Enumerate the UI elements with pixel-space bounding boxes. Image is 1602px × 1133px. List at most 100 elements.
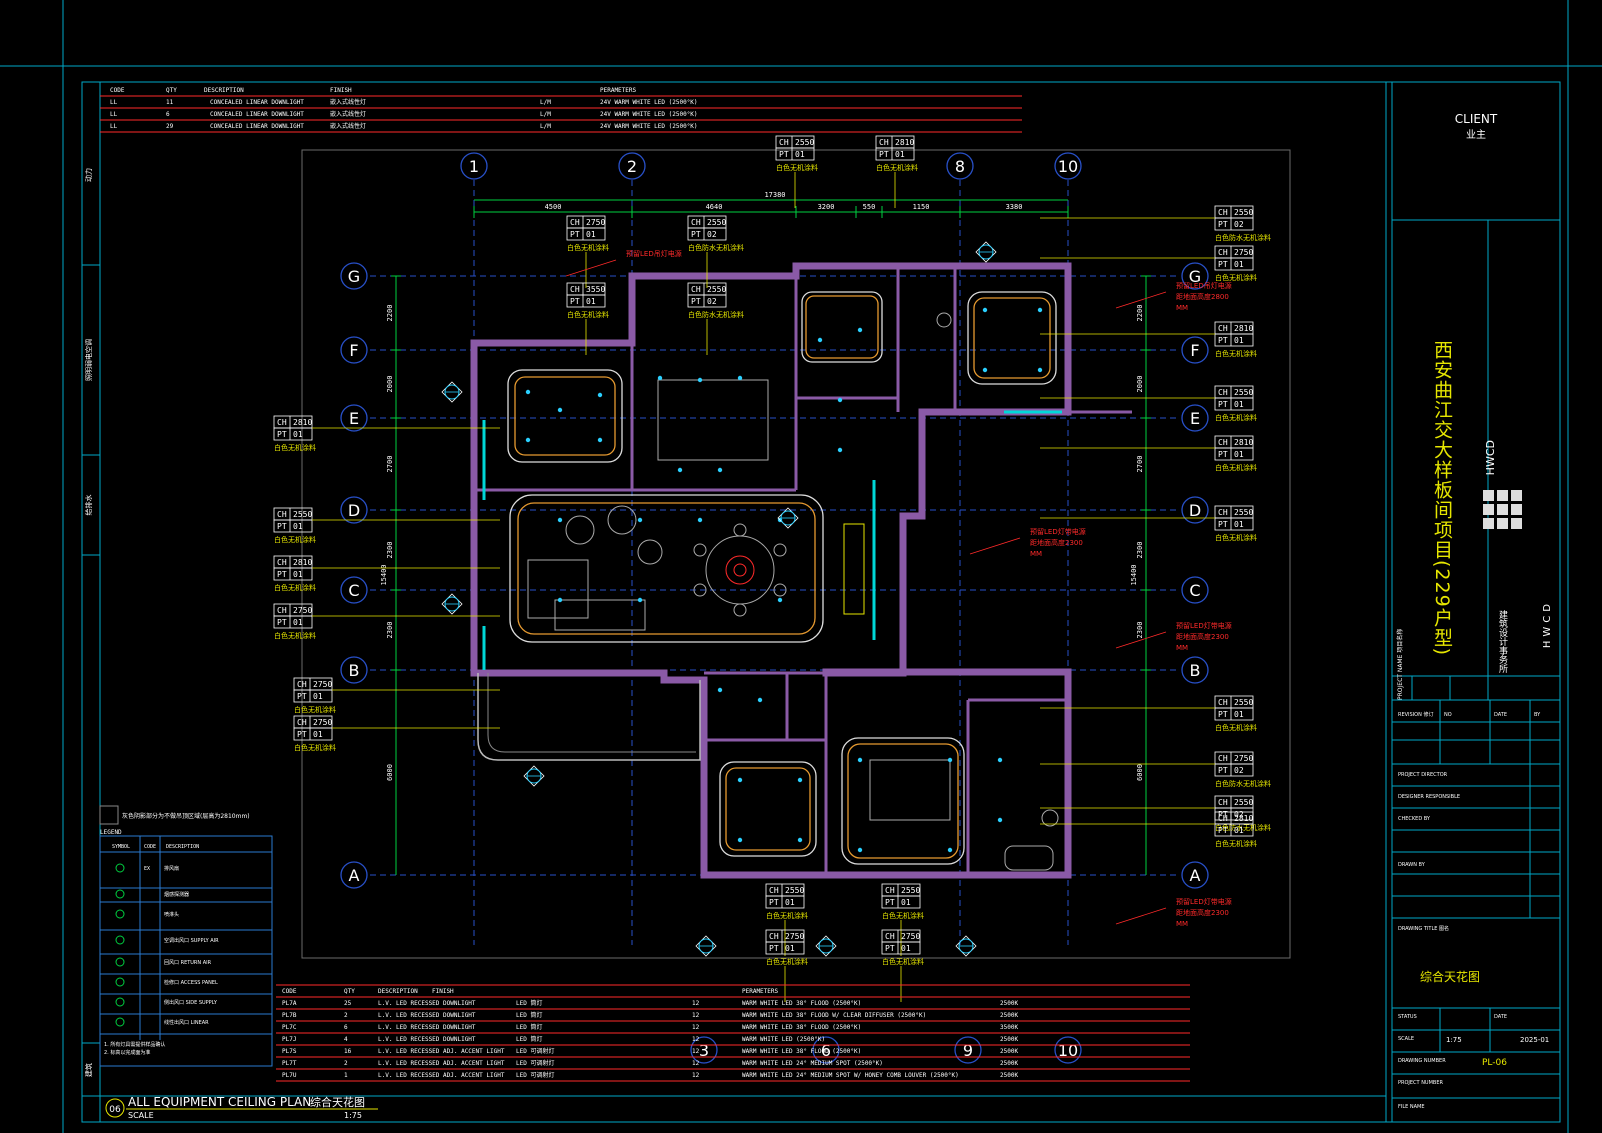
legend-desc: 检修口 ACCESS PANEL: [164, 979, 218, 986]
tag-ch-label: CH: [297, 718, 307, 727]
grid-label: G: [348, 267, 360, 286]
tag-pt-value: 01: [1234, 260, 1244, 269]
downlight-icon: [797, 777, 803, 783]
red-note-text: MM: [1176, 644, 1188, 652]
tag-pt-label: PT: [1218, 260, 1228, 269]
tag-pt-label: PT: [1218, 520, 1228, 529]
logo-square-icon: [1497, 490, 1508, 501]
tag-note: 白色无机涂料: [567, 243, 609, 252]
red-note-text: 预留LED灯带电源: [1030, 527, 1086, 536]
tag-ch-label: CH: [769, 886, 779, 895]
dim-text: 4640: [706, 203, 723, 211]
tag-note: 白色无机涂料: [1215, 839, 1257, 848]
schedule-cell: 6: [344, 1024, 348, 1031]
schedule-header: FINISH: [432, 988, 454, 995]
schedule-cell: 12: [692, 1012, 700, 1019]
grid-label: D: [1189, 501, 1201, 520]
downlight-icon: [857, 327, 863, 333]
tag-pt-label: PT: [277, 618, 287, 627]
tag-pt-label: PT: [1218, 710, 1228, 719]
tag-ch-label: CH: [1218, 388, 1228, 397]
tag-note: 白色无机涂料: [567, 310, 609, 319]
dim-text: 3200: [818, 203, 835, 211]
grid-label: C: [348, 581, 359, 600]
tag-pt-label: PT: [1218, 810, 1228, 819]
legend-note: 灰色阴影部分为不做吊顶区域(层高为2810mm): [122, 812, 250, 820]
balcony: [477, 673, 701, 761]
schedule-cell: 3500K: [1000, 1024, 1018, 1031]
tag-ch-label: CH: [1218, 814, 1228, 823]
legend-footnote: 2. 标高以完成面为准: [104, 1049, 150, 1056]
drawing-date: 2025-01: [1520, 1036, 1550, 1044]
title-block-label: DRAWING TITLE 图名: [1398, 925, 1449, 932]
schedule-cell: L/M: [540, 111, 551, 118]
schedule-cell: 11: [166, 99, 174, 106]
schedule-cell: 12: [692, 1036, 700, 1043]
downlight-icon: [557, 407, 563, 413]
red-note-text: 距地面高度2300: [1030, 538, 1083, 547]
tag-ch-value: 2750: [1234, 754, 1253, 763]
grid-label: 2: [627, 157, 637, 176]
grid-label: 10: [1058, 1041, 1078, 1060]
tag-ch-value: 2750: [586, 218, 605, 227]
downlight-icon: [677, 467, 683, 473]
dim-text: 2700: [386, 456, 394, 473]
schedule-cell: 2500K: [1000, 1048, 1018, 1055]
tag-pt-label: PT: [779, 150, 789, 159]
tag-pt-value: 02: [1234, 810, 1244, 819]
schedule-cell: 嵌入式线性灯: [330, 98, 366, 106]
red-note-text: 预留LED灯带电源: [1176, 621, 1232, 630]
grid-label: A: [349, 866, 360, 885]
grid-bubble: [1181, 861, 1209, 889]
dim-text: 2000: [1136, 376, 1144, 393]
tag-ch-value: 2550: [901, 886, 920, 895]
tag-pt-label: PT: [297, 730, 307, 739]
title-block-label: NO: [1444, 712, 1452, 718]
dim-total: 17380: [764, 191, 785, 199]
grid-bubble: [1054, 152, 1082, 180]
section-marker-icon: [441, 593, 463, 615]
red-note-text: MM: [1030, 550, 1042, 558]
schedule-cell: 1: [344, 1072, 348, 1079]
tag-pt-label: PT: [885, 898, 895, 907]
legend-desc: 回风口 RETURN AIR: [164, 960, 212, 966]
section-marker-icon: [523, 765, 545, 787]
schedule-cell: 嵌入式线性灯: [330, 110, 366, 118]
tag-ch-label: CH: [277, 558, 287, 567]
downlight-icon: [737, 777, 743, 783]
schedule-cell: LED 可调射灯: [516, 1071, 554, 1079]
title-block-label: BY: [1534, 712, 1541, 718]
grid-label: F: [349, 341, 358, 360]
tag-ch-label: CH: [1218, 754, 1228, 763]
client-subtitle: 业主: [1466, 130, 1486, 141]
dim-text: 2300: [1136, 622, 1144, 639]
schedule-cell: LED 筒灯: [516, 1023, 542, 1031]
legend-symbol-icon: [115, 889, 125, 899]
legend-title: LEGEND: [100, 829, 122, 836]
title-block-label: PROJECT DIRECTOR: [1398, 772, 1448, 778]
tag-pt-label: PT: [885, 944, 895, 953]
tag-note: 白色无机涂料: [1215, 463, 1257, 472]
logo-square-icon: [1497, 518, 1508, 529]
schedule-header: CODE: [282, 988, 297, 995]
schedule-cell: CONCEALED LINEAR DOWNLIGHT: [210, 99, 304, 106]
section-markers: [441, 241, 997, 957]
schedule-cell: WARM WHITE LED 24° MEDIUM SPOT W/ HONEY …: [742, 1072, 959, 1079]
inner-walls: [474, 266, 1132, 875]
red-note-text: 预留LED吊灯电源: [626, 249, 682, 258]
margin-label: 动力: [84, 168, 93, 182]
schedule-cell: WARM WHITE LED 38° FLOOD (2500°K): [742, 1048, 861, 1055]
tag-note: 白色防水无机涂料: [688, 243, 744, 252]
tag-note: 白色无机涂料: [766, 911, 808, 920]
tag-ch-value: 2810: [293, 558, 312, 567]
